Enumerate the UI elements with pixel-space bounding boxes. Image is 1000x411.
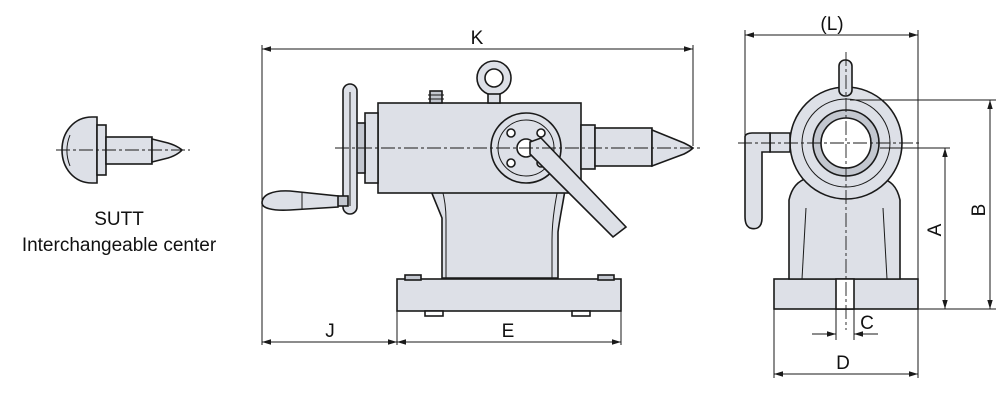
dim-label-d: D xyxy=(836,353,850,374)
tailstock-side-view xyxy=(261,60,703,317)
tailstock-end-view xyxy=(738,52,920,330)
base-plate xyxy=(396,278,622,312)
lifting-eye xyxy=(476,60,512,104)
center-caption-title: SUTT xyxy=(94,209,144,230)
dim-label-c: C xyxy=(860,313,874,334)
dim-label-k: K xyxy=(471,28,484,49)
center-caption-subtitle: Interchangeable center xyxy=(21,235,217,256)
dim-label-l: (L) xyxy=(820,14,843,35)
interchangeable-center xyxy=(56,116,190,184)
dimension-lines xyxy=(261,30,996,378)
dim-label-b: B xyxy=(969,204,990,217)
handwheel xyxy=(261,83,358,215)
dim-label-j: J xyxy=(325,321,335,342)
dim-label-e: E xyxy=(502,321,515,342)
dim-label-a: A xyxy=(925,223,946,236)
clamp-lever xyxy=(529,137,628,239)
